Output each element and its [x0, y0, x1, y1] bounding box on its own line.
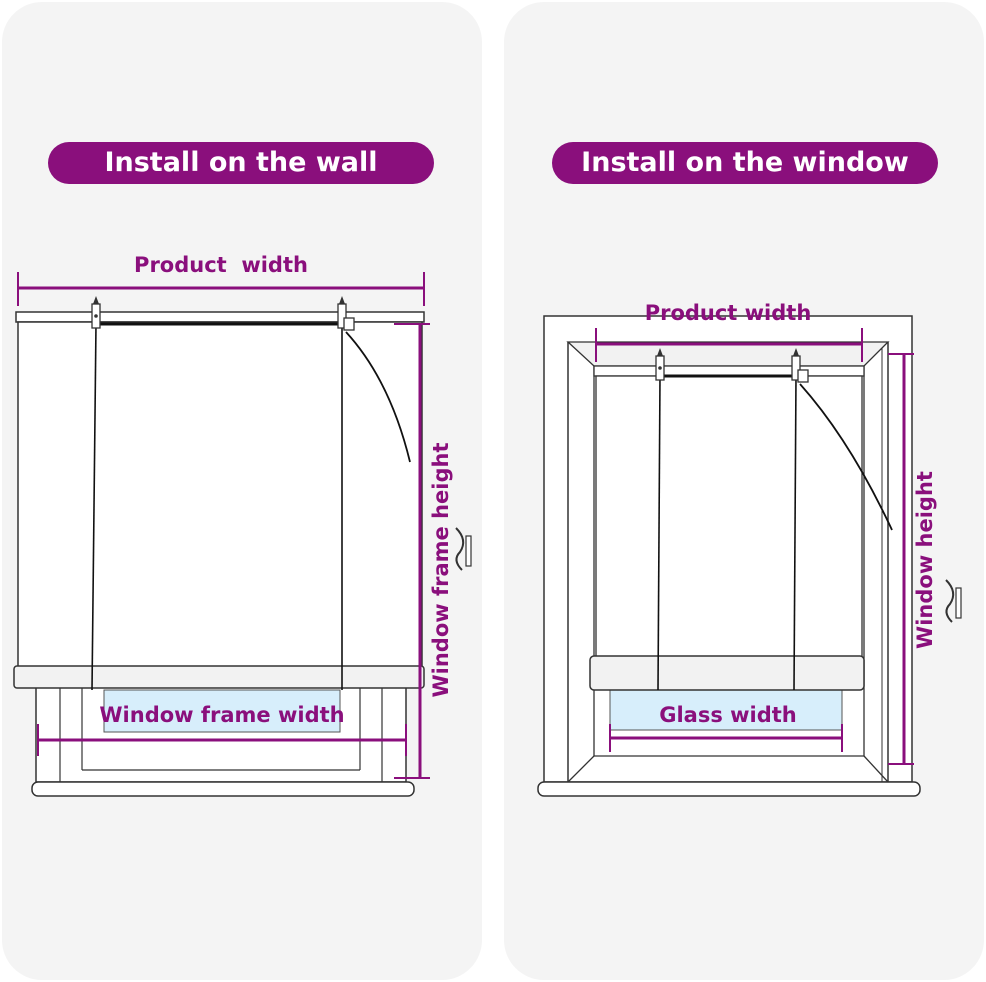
- title-wall-install: Install on the wall: [48, 142, 434, 184]
- window-glass: [609, 689, 843, 731]
- hook-icon: [337, 296, 355, 331]
- label-window-height: Window height: [913, 471, 937, 649]
- label-product-width-wall: Product width: [134, 253, 308, 277]
- label-glass-width: Glass width: [659, 703, 797, 727]
- cord-cleat-icon: [455, 527, 472, 571]
- blind-roller: [15, 311, 425, 323]
- blind-bottom-bar: [13, 665, 425, 689]
- hook-icon: [791, 348, 809, 383]
- blind-fabric: [17, 321, 423, 669]
- window-sill: [537, 781, 921, 797]
- blind-fabric: [595, 375, 863, 659]
- title-window-install: Install on the window: [552, 142, 938, 184]
- window-glass: [103, 689, 341, 733]
- window-recess-illustration: Product width Window height Glass width: [537, 301, 962, 797]
- hook-icon: [91, 296, 101, 329]
- label-window-frame-width: Window frame width: [99, 703, 344, 727]
- cord-cleat-icon: [945, 579, 962, 623]
- label-window-frame-height: Window frame height: [429, 443, 453, 698]
- window-sill: [31, 781, 415, 797]
- hook-icon: [655, 348, 665, 381]
- wall-window-illustration: Product width Window frame height Window…: [13, 253, 472, 797]
- label-product-width-window: Product width: [645, 301, 812, 325]
- blind-bottom-bar: [589, 655, 865, 691]
